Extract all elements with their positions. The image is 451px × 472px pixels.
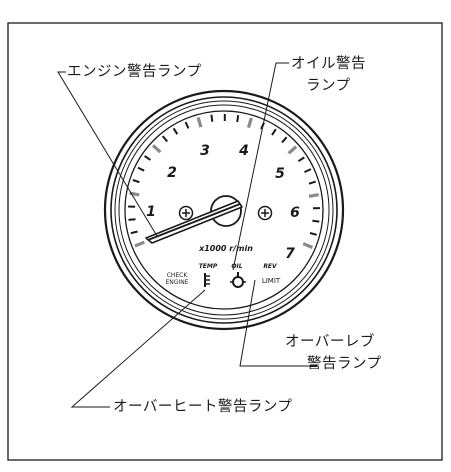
rev-label: REV [263,263,278,270]
major-tick [309,195,319,197]
minor-tick [211,115,212,122]
callout-oil-warning-line2: ランプ [306,75,351,97]
callout-overheat-warning: オーバーヒート警告ランプ [113,396,292,418]
callout-oil-warning-line1: オイル警告 [291,53,366,75]
callout-engine-warning: エンジン警告ランプ [67,61,202,83]
check-engine-label-line1: CHECK [167,272,189,279]
minor-tick [312,221,319,222]
dial-number-6: 6 [290,205,300,221]
dial-number-5: 5 [275,166,285,182]
check-engine-label-line2: ENGINE [166,279,189,286]
dial-number-7: 7 [285,246,295,262]
dial-number-2: 2 [167,165,177,181]
leader-overheat-warning [72,290,205,407]
temp-label: TEMP [199,263,218,270]
dial-number-1: 1 [146,204,156,220]
unit-label: x1000 r/min [198,244,253,253]
callout-rev-limit-line2: 警告ランプ [307,353,382,375]
dial-number-4: 4 [238,143,249,159]
phillips-screw-icon [180,207,193,220]
minor-tick [129,219,136,220]
limit-label: LIMIT [262,277,281,285]
callout-rev-limit-line1: オーバーレブ [285,331,375,353]
minor-tick [237,115,238,122]
phillips-screw-icon [259,207,272,220]
dial-number-3: 3 [200,143,210,159]
